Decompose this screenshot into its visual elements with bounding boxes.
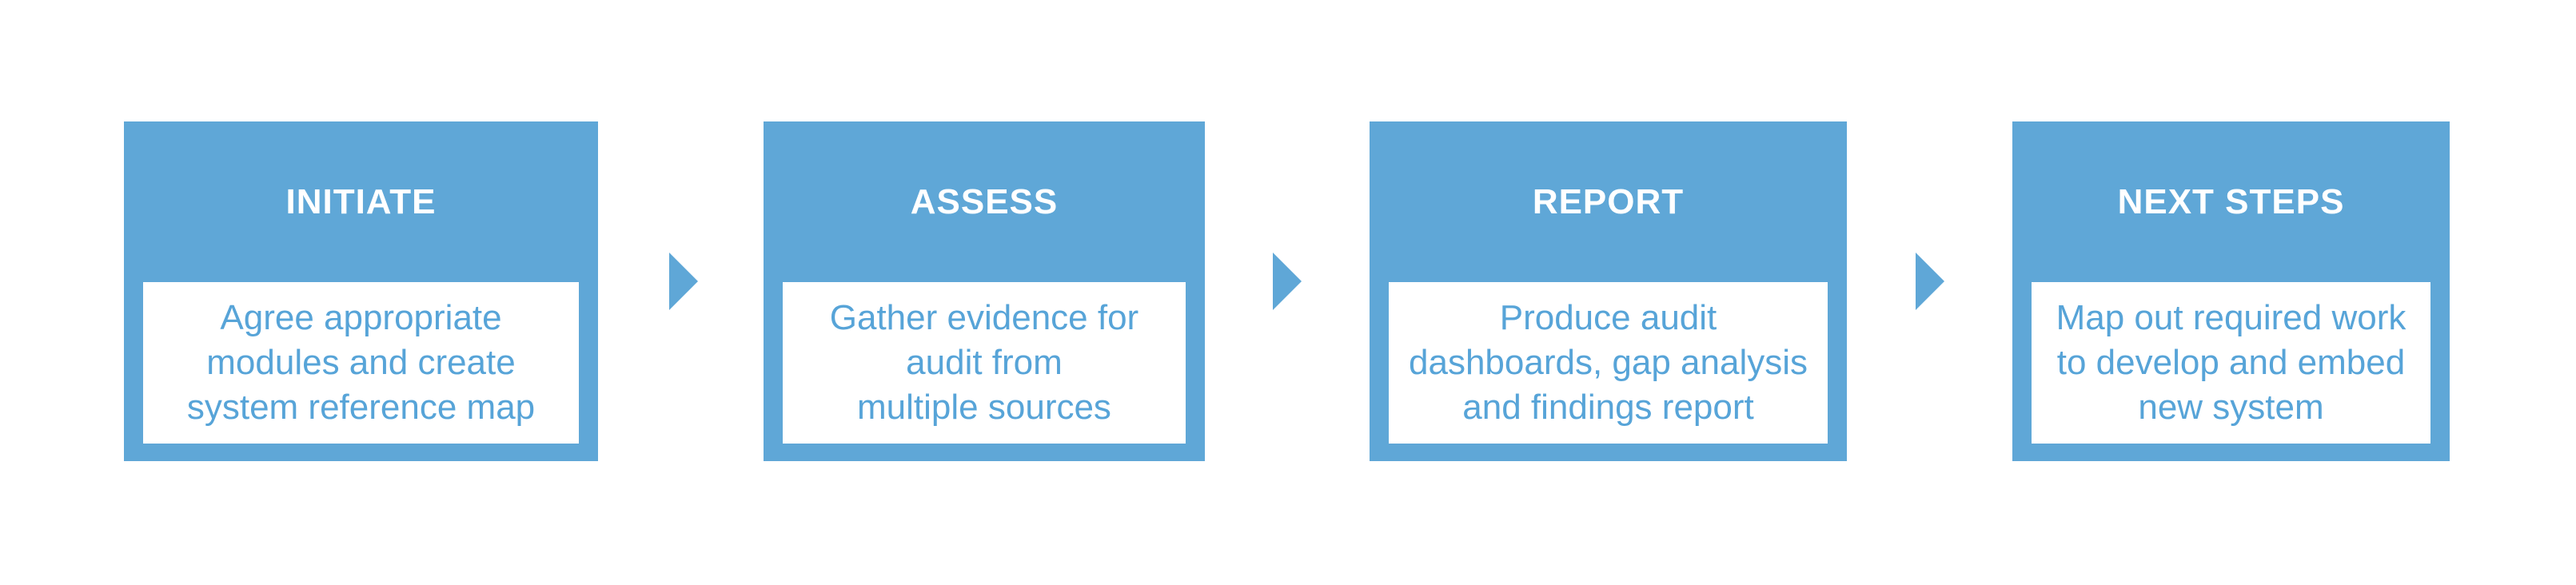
flow-arrow-icon bbox=[1273, 253, 1302, 310]
step-next-steps: NEXT STEPS Map out required work to deve… bbox=[2012, 121, 2450, 461]
flow-arrow-icon bbox=[669, 253, 698, 310]
step-assess: ASSESS Gather evidence for audit from mu… bbox=[764, 121, 1205, 461]
step-description: Gather evidence for audit from multiple … bbox=[829, 298, 1139, 427]
step-title: NEXT STEPS bbox=[2117, 181, 2345, 221]
step-description: Agree appropriate modules and create sys… bbox=[186, 298, 536, 427]
flow-arrow-icon bbox=[1916, 253, 1944, 310]
step-description-panel: Map out required work to develop and emb… bbox=[2032, 282, 2430, 444]
step-initiate: INITIATE Agree appropriate modules and c… bbox=[124, 121, 598, 461]
step-title: REPORT bbox=[1532, 181, 1685, 221]
step-description-panel: Agree appropriate modules and create sys… bbox=[143, 282, 579, 444]
step-report: REPORT Produce audit dashboards, gap ana… bbox=[1370, 121, 1847, 461]
step-description: Produce audit dashboards, gap analysis a… bbox=[1409, 298, 1808, 427]
step-description-panel: Produce audit dashboards, gap analysis a… bbox=[1389, 282, 1828, 444]
step-title: ASSESS bbox=[910, 181, 1059, 221]
step-title: INITIATE bbox=[285, 181, 437, 221]
step-description: Map out required work to develop and emb… bbox=[2056, 298, 2407, 427]
step-description-panel: Gather evidence for audit from multiple … bbox=[783, 282, 1186, 444]
